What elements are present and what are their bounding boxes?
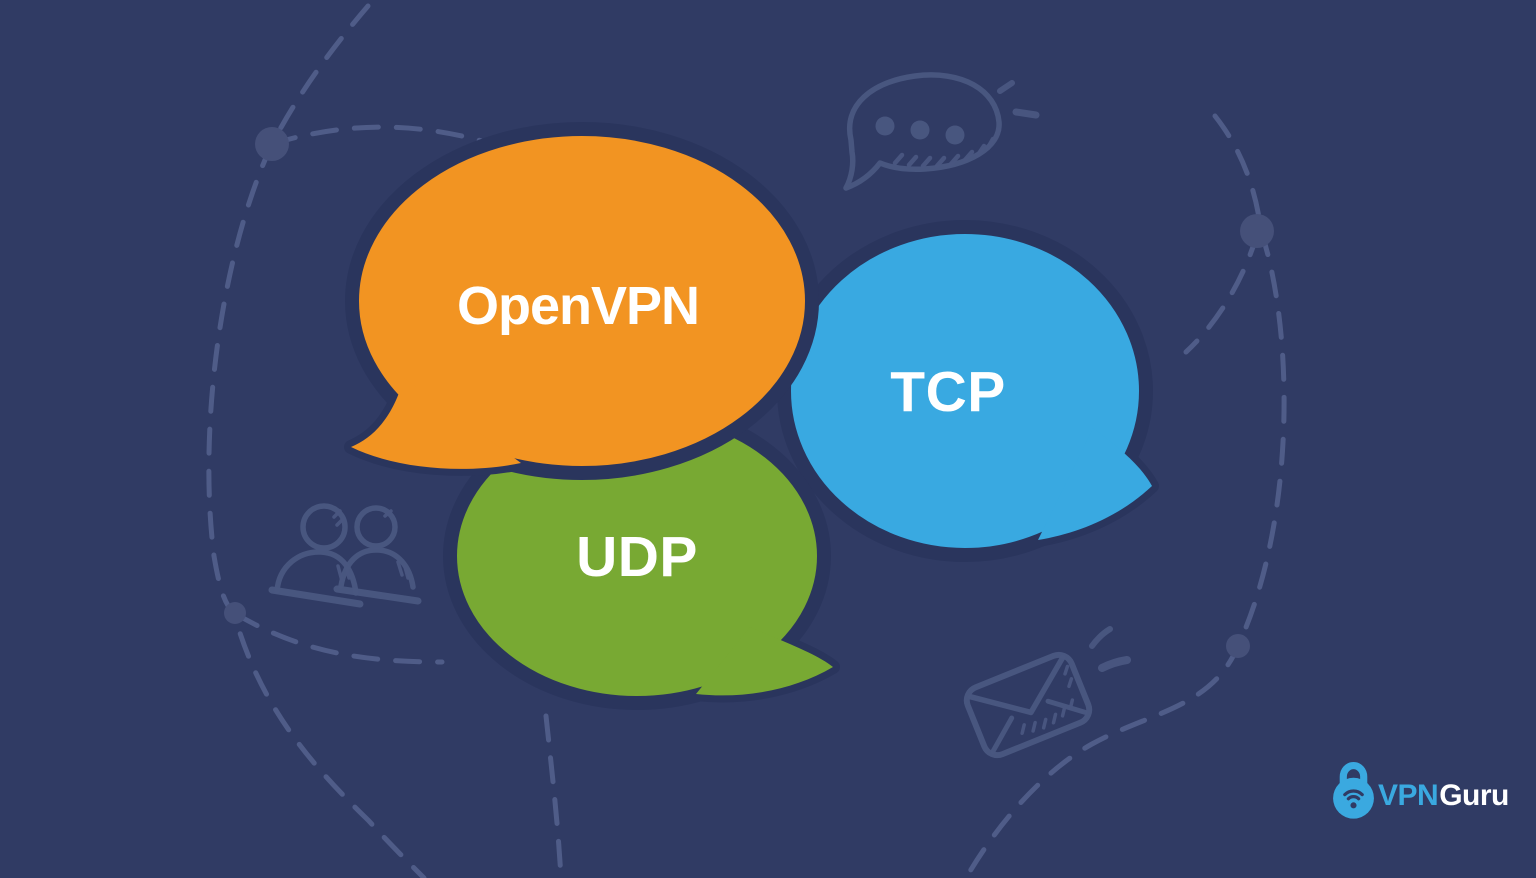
chat-doodle-dots — [875, 116, 965, 145]
logo-brand-secondary: Guru — [1439, 779, 1509, 812]
orbit-arc-bottom-left — [233, 611, 445, 665]
envelope-hatching — [1020, 664, 1075, 735]
envelope-flap — [968, 654, 1066, 716]
bubble-udp-tail-fill — [696, 627, 833, 696]
envelope-fold-left — [990, 715, 1015, 755]
bubble-openvpn-tail-fill — [351, 378, 521, 469]
bubble-tcp — [777, 220, 1159, 562]
envelope-fold-right — [1045, 698, 1088, 715]
person-hatching — [383, 509, 410, 580]
bubble-label-openvpn: OpenVPN — [456, 276, 700, 336]
envelope-body — [963, 651, 1093, 759]
person-baseline — [268, 586, 364, 608]
orbit-arc-left-tall — [206, 3, 427, 878]
orbit-dot — [224, 602, 246, 624]
envelope-accent-dashes — [1089, 626, 1131, 672]
chat-bubble-doodle-icon — [843, 72, 1040, 191]
person-hatching — [332, 509, 351, 583]
person-body — [274, 549, 359, 596]
orbit-dots — [224, 127, 1274, 658]
person-baseline — [333, 585, 422, 605]
chat-doodle-hatching — [892, 127, 1002, 169]
padlock-wifi-icon — [1333, 762, 1374, 819]
bubble-openvpn — [344, 122, 819, 480]
two-people-doodle-icon — [268, 503, 422, 608]
orbit-dot — [1226, 634, 1250, 658]
person-head — [300, 503, 348, 551]
orbit-arc-bottom-vertical — [543, 713, 564, 878]
chat-doodle-outline — [843, 72, 1002, 191]
orbit-arc-right-inner — [1183, 229, 1261, 355]
orbit-dot — [1240, 214, 1274, 248]
orbit-arc-top-left — [269, 124, 485, 147]
envelope-doodle-icon — [963, 626, 1131, 759]
bubble-label-tcp: TCP — [890, 360, 1006, 424]
chat-doodle-accent-dashes — [997, 80, 1040, 119]
person-head — [354, 505, 398, 549]
bubble-label-udp: UDP — [576, 525, 698, 589]
orbit-dot — [255, 127, 289, 161]
bubble-openvpn-body — [345, 122, 819, 480]
bubble-tcp-tail-fill — [1038, 428, 1152, 540]
logo-brand-primary: VPN — [1378, 779, 1439, 812]
